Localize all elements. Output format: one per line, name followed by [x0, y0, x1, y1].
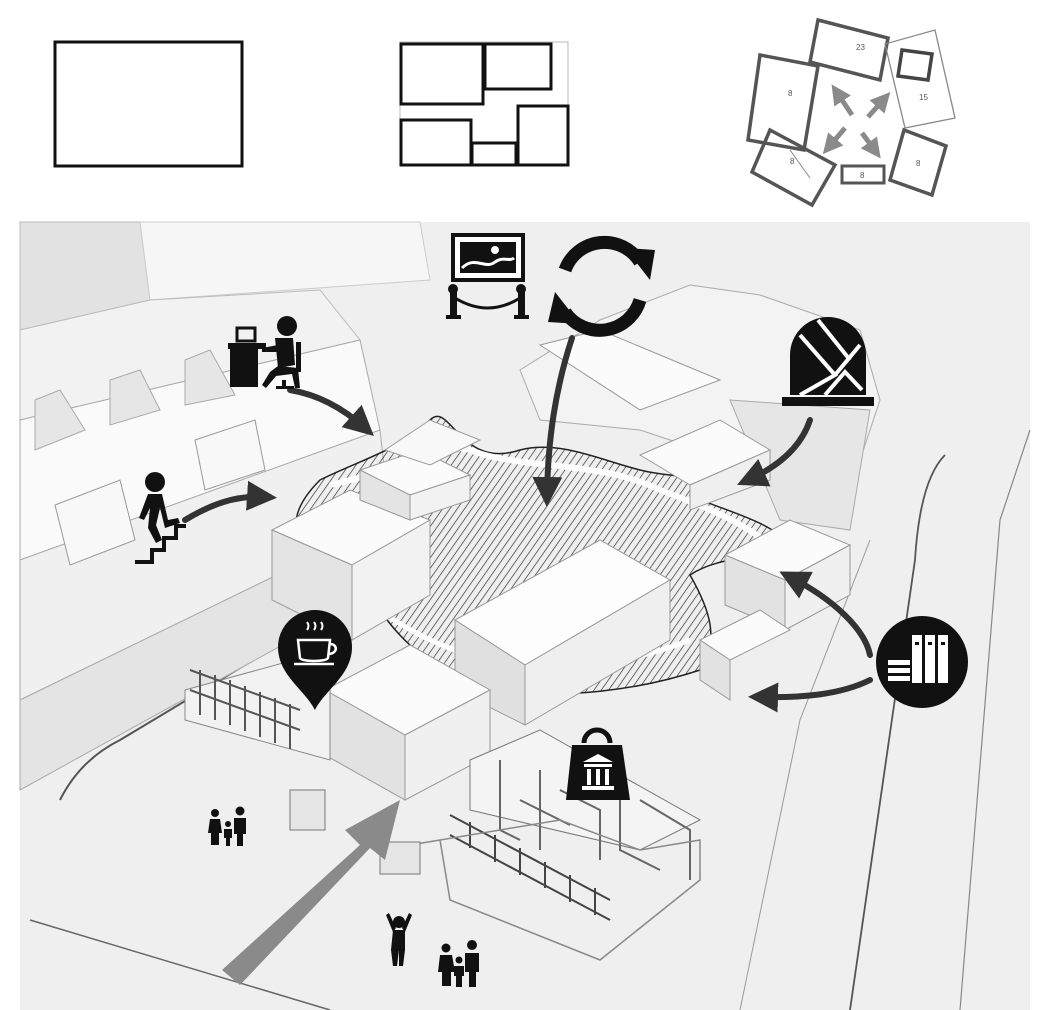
volume-label: 15	[919, 93, 928, 102]
site-axonometric	[20, 222, 1030, 1010]
concept-step-subdivided-volumes	[400, 42, 568, 166]
volume-label: 8	[860, 171, 865, 180]
volume-label: 8	[788, 89, 793, 98]
concept-step-single-volume	[55, 42, 242, 166]
volume-label: 8	[916, 159, 921, 168]
volume-label: 23	[856, 43, 865, 52]
concept-step-rotated-volumes: 23 15 8 8 8 8	[748, 20, 955, 205]
library-books-icon	[876, 616, 968, 708]
volume-label: 8	[790, 157, 795, 166]
